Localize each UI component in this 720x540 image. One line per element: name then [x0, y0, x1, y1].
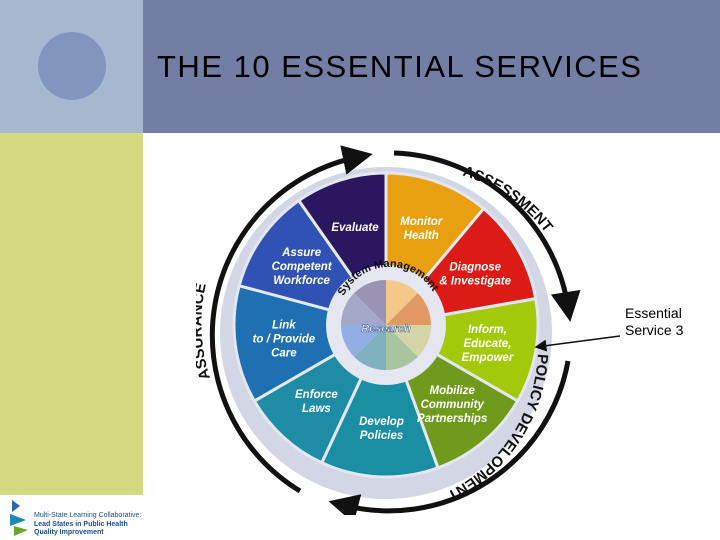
logo-line-2: Lead States in Public Health	[34, 520, 128, 528]
inner-research-wedges	[341, 280, 431, 370]
service-label-diagnose-investigate: Diagnose& Investigate	[439, 262, 511, 288]
decorative-circle	[38, 32, 106, 100]
research-label: Research	[361, 323, 411, 335]
logo-line-1: Multi-State Learning Collaborative:	[34, 512, 142, 519]
inner-wedge	[354, 280, 386, 325]
slide-title: THE 10 ESSENTIAL SERVICES	[157, 49, 643, 84]
logo-text: Multi-State Learning Collaborative: Lead…	[34, 512, 141, 538]
assurance-arrow	[209, 145, 373, 494]
service-wedges	[232, 171, 540, 479]
service-label-evaluate: Evaluate	[331, 222, 379, 234]
inner-wedge	[386, 325, 418, 370]
logo-line-3: Quality Improvement	[34, 529, 104, 536]
inner-wedge	[386, 325, 431, 357]
title-bar: THE 10 ESSENTIAL SERVICES	[143, 0, 720, 133]
inner-wedge	[386, 293, 431, 325]
service-label-inform-educate-empower: Inform,Educate,Empower	[462, 324, 514, 364]
left-accent-band	[0, 133, 143, 495]
policy-arrow	[328, 360, 571, 515]
callout-label: Essential Service 3	[625, 305, 684, 338]
inner-wedge	[341, 325, 386, 357]
logo-mark-icon	[10, 500, 28, 536]
inner-wedge	[386, 280, 418, 325]
assessment-arrow	[393, 150, 581, 322]
msls-logo: Multi-State Learning Collaborative: Lead…	[8, 496, 148, 540]
inner-wedge	[354, 325, 386, 370]
inner-wedge	[341, 293, 386, 325]
